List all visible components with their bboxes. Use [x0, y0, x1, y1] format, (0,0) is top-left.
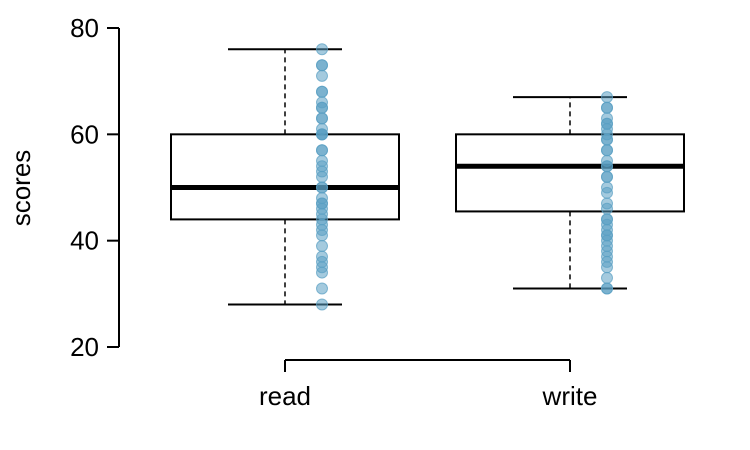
data-point-read: [316, 43, 328, 56]
data-point-read: [316, 154, 328, 167]
data-point-read: [316, 112, 328, 125]
data-point-read: [316, 96, 328, 109]
data-point-write: [601, 91, 613, 104]
data-point-write: [601, 154, 613, 167]
y-tick-label: 40: [70, 226, 99, 256]
y-axis-title: scores: [6, 150, 36, 227]
data-point-write: [601, 181, 613, 194]
data-point-write: [601, 112, 613, 125]
data-point-read: [316, 85, 328, 98]
y-tick-label: 80: [70, 13, 99, 43]
data-point-write: [601, 213, 613, 226]
data-point-write: [601, 144, 613, 157]
x-tick-label: read: [259, 381, 311, 411]
data-points: [316, 43, 613, 311]
data-point-write: [601, 101, 613, 114]
data-point-read: [316, 239, 328, 252]
data-point-read: [316, 181, 328, 194]
data-point-read: [316, 282, 328, 295]
data-point-read: [316, 59, 328, 72]
iqr-box: [455, 133, 685, 213]
box-read: [170, 48, 400, 306]
data-point-write: [601, 271, 613, 284]
data-point-read: [316, 69, 328, 82]
data-point-read: [316, 298, 328, 311]
data-point-read: [316, 144, 328, 157]
data-point-write: [601, 197, 613, 210]
data-point-write: [601, 170, 613, 183]
data-point-read: [316, 250, 328, 263]
box-write: [455, 96, 685, 290]
data-point-read: [316, 123, 328, 136]
x-axis: read write: [259, 359, 598, 411]
x-tick-label: write: [542, 381, 598, 411]
y-tick-label: 60: [70, 119, 99, 149]
boxes: [170, 48, 685, 306]
data-point-read: [316, 192, 328, 205]
iqr-box: [170, 133, 400, 221]
y-tick-label: 20: [70, 332, 99, 362]
data-point-write: [601, 282, 613, 295]
y-axis: 20 40 60 80: [70, 13, 120, 362]
